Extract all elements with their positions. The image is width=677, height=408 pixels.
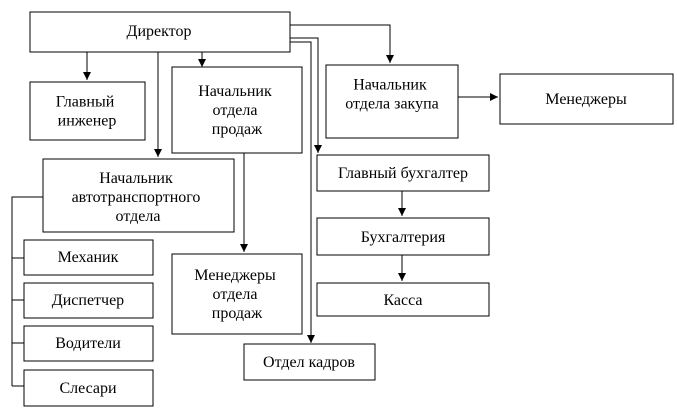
node-accounting-label: Бухгалтерия (361, 229, 446, 246)
node-hr: Отдел кадров (243, 343, 376, 381)
node-accounting: Бухгалтерия (316, 217, 490, 256)
node-chief-engineer-label: Главный инженер (56, 93, 119, 129)
node-mechanic: Механик (23, 239, 154, 276)
node-mechanic-label: Механик (58, 249, 119, 266)
node-locksmiths-label: Слесари (59, 380, 117, 397)
node-cashier: Касса (316, 282, 490, 317)
node-cashier-label: Касса (383, 292, 422, 309)
node-director-label: Директор (127, 23, 192, 40)
node-head-sales-label: Начальник отдела продаж (198, 82, 275, 137)
node-chief-accountant: Главный бухгалтер (316, 154, 490, 192)
node-managers-label: Менеджеры (545, 91, 627, 108)
node-drivers-label: Водители (55, 335, 121, 352)
node-head-purchasing-label: Начальник отдела закупа (345, 76, 439, 112)
node-sales-managers: Менеджеры отдела продаж (171, 253, 303, 335)
edge-head-transport-subordinates (11, 196, 43, 387)
node-sales-managers-label: Менеджеры отдела продаж (194, 266, 279, 321)
node-head-sales: Начальник отдела продаж (171, 66, 303, 154)
node-head-transport-label: Начальник автотранспортного отдела (72, 169, 205, 224)
node-dispatcher: Диспетчер (23, 282, 154, 319)
edge-director-head-purchasing (290, 24, 394, 63)
node-director: Директор (29, 11, 291, 53)
node-head-purchasing: Начальник отдела закупа (325, 64, 459, 139)
node-chief-engineer: Главный инженер (29, 81, 146, 141)
node-chief-accountant-label: Главный бухгалтер (338, 165, 468, 182)
node-head-transport: Начальник автотранспортного отдела (42, 158, 235, 233)
node-locksmiths: Слесари (23, 369, 154, 407)
edge-director-chief-accountant (290, 37, 322, 153)
node-hr-label: Отдел кадров (263, 354, 355, 371)
node-drivers: Водители (23, 325, 154, 362)
node-dispatcher-label: Диспетчер (52, 292, 124, 309)
node-managers: Менеджеры (499, 73, 674, 125)
